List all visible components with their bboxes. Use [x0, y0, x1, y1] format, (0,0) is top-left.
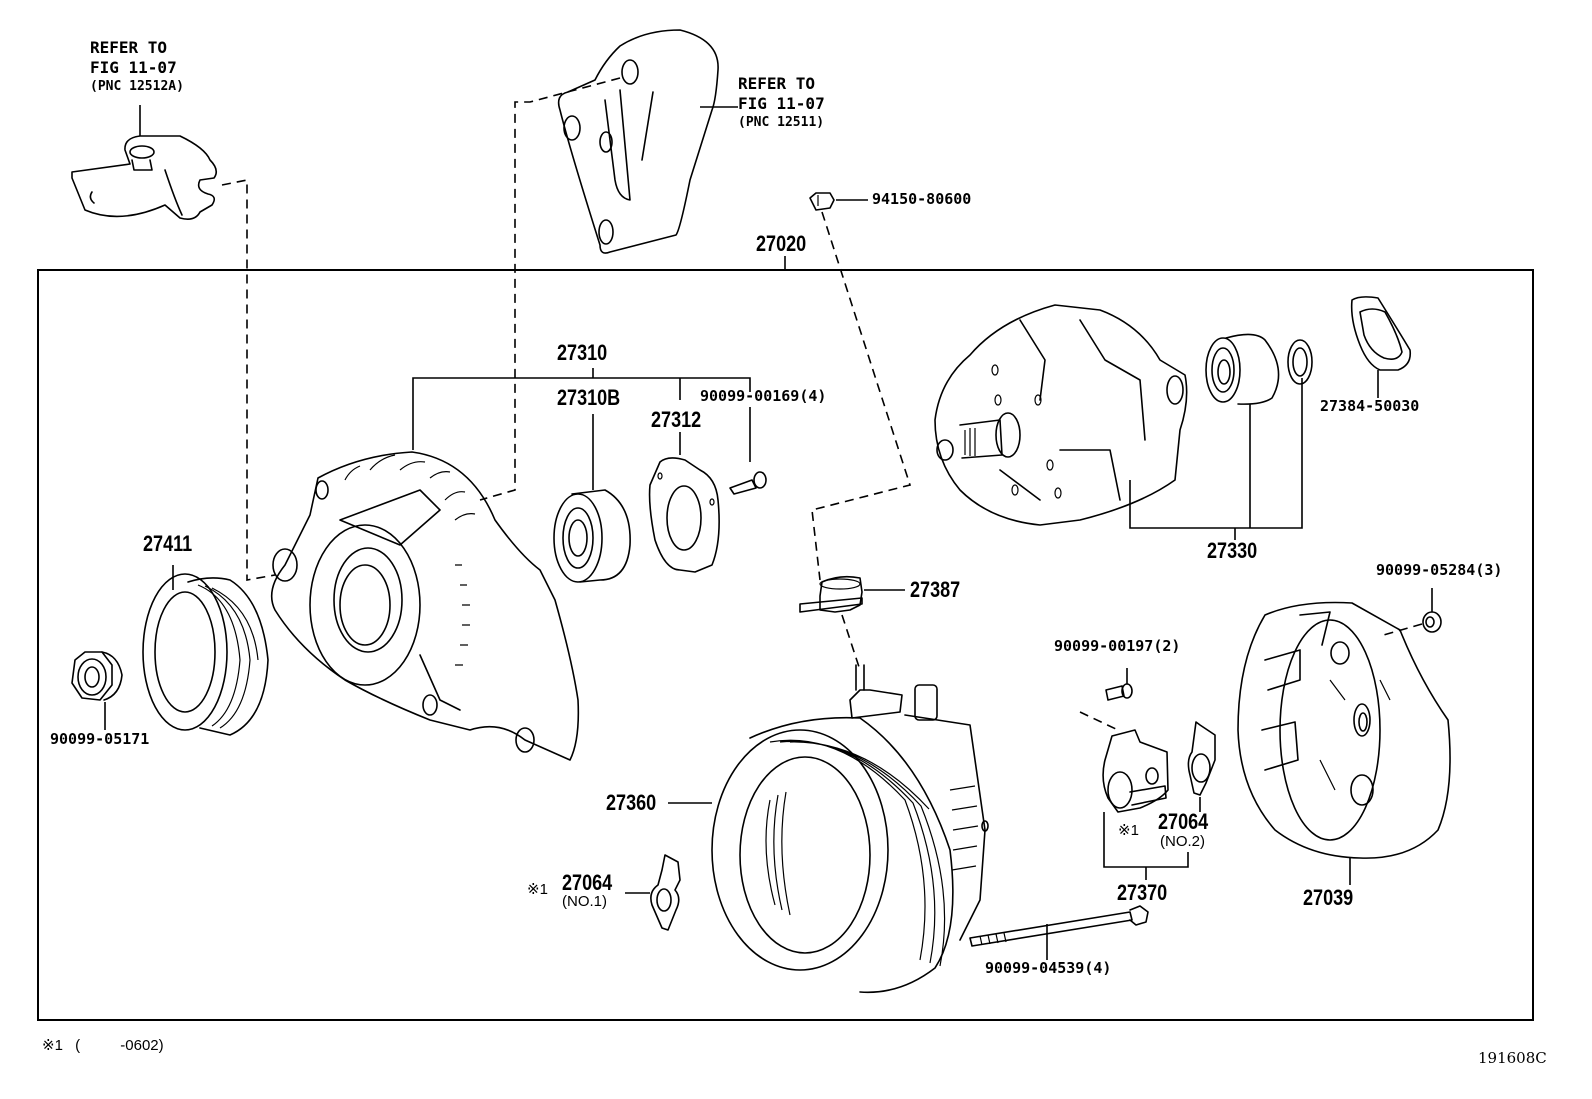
insulator-27387-drawing	[799, 575, 863, 613]
rotor-27330-drawing	[934, 304, 1188, 526]
figure-code: 191608C	[1478, 1049, 1547, 1067]
screw-90099-00169-drawing	[729, 471, 767, 495]
note-mark-no1: ※1	[527, 881, 548, 898]
rotor-bearing-drawing	[1205, 333, 1280, 405]
reference-left-line2: FIG 11-07	[90, 58, 177, 77]
reference-left: REFER TO FIG 11-07 (PNC 12512A)	[90, 38, 184, 96]
reference-top: REFER TO FIG 11-07 (PNC 12511)	[738, 74, 825, 132]
part-label-90099-05284[interactable]: 90099-05284(3)	[1376, 561, 1503, 579]
reference-top-line1: REFER TO	[738, 74, 816, 93]
part-label-27064-no1[interactable]: 27064	[562, 870, 613, 895]
part-label-27310[interactable]: 27310	[557, 340, 608, 365]
footnote: ※1 ( -0602)	[42, 1038, 164, 1053]
rotor-ring-drawing	[1287, 339, 1313, 385]
dashed-guide-top	[479, 77, 621, 501]
rear-cover-27039-drawing	[1237, 601, 1451, 859]
screw-90099-00197-drawing	[1105, 683, 1133, 701]
footnote-open-paren: (	[75, 1037, 81, 1054]
reference-top-pnc: (PNC 12511)	[738, 115, 825, 130]
bearing-27310-drawing	[553, 489, 631, 583]
part-label-27064-no2[interactable]: 27064	[1158, 809, 1209, 834]
reference-top-line2: FIG 11-07	[738, 94, 825, 113]
part-label-90099-00169[interactable]: 90099-00169(4)	[700, 387, 827, 405]
part-label-27330[interactable]: 27330	[1207, 538, 1258, 563]
bracket-12512a-drawing	[71, 135, 218, 220]
pulley-27411-drawing	[142, 573, 269, 736]
part-label-27064-no1-sub: (NO.1)	[562, 893, 607, 910]
part-label-27360[interactable]: 27360	[606, 790, 657, 815]
bracket-12511-drawing	[557, 29, 719, 254]
footnote-mark: ※1	[42, 1037, 63, 1054]
nut-90099-05171-drawing	[71, 651, 123, 701]
dashed-guide-27387	[841, 614, 861, 671]
reference-left-pnc: (PNC 12512A)	[90, 79, 184, 94]
note-mark-no2: ※1	[1118, 822, 1139, 839]
cover-27384-50030-drawing	[1350, 296, 1412, 371]
part-label-27370[interactable]: 27370	[1117, 880, 1168, 905]
part-label-27064-no2-sub: (NO.2)	[1160, 833, 1205, 850]
part-label-27310b[interactable]: 27310B	[557, 385, 621, 410]
leader-tree-27310	[412, 368, 751, 490]
part-label-27312[interactable]: 27312	[651, 407, 702, 432]
dashed-guide-rear-cover	[1379, 623, 1423, 637]
nut-90099-05284-drawing	[1422, 611, 1442, 633]
part-label-90099-04539[interactable]: 90099-04539(4)	[985, 959, 1112, 977]
gasket-27064-no1-drawing	[650, 854, 681, 931]
stator-27360-drawing	[711, 664, 989, 994]
dashed-guide-left	[221, 179, 276, 581]
part-label-27384-50030[interactable]: 27384-50030	[1320, 397, 1420, 415]
footnote-range: -0602)	[120, 1037, 164, 1054]
retainer-plate-27312-drawing	[648, 457, 720, 573]
part-label-90099-05171[interactable]: 90099-05171	[50, 730, 150, 748]
part-label-27039[interactable]: 27039	[1303, 885, 1354, 910]
bolt-90099-04539-drawing	[969, 905, 1149, 947]
brush-holder-27370-drawing	[1102, 729, 1169, 813]
part-label-27387[interactable]: 27387	[910, 577, 961, 602]
drive-end-frame-27310b-drawing	[270, 451, 580, 761]
part-label-27411[interactable]: 27411	[143, 531, 193, 556]
dashed-guide-27370	[1079, 711, 1119, 731]
leader-tree-27370	[1103, 797, 1201, 880]
part-label-94150-80600[interactable]: 94150-80600	[872, 190, 972, 208]
part-label-27020[interactable]: 27020	[756, 231, 807, 256]
nut-94150-80600-drawing	[809, 192, 835, 211]
reference-left-line1: REFER TO	[90, 38, 168, 57]
part-label-90099-00197[interactable]: 90099-00197(2)	[1054, 637, 1181, 655]
gasket-27064-no2-drawing	[1187, 721, 1216, 796]
dashed-guide-nut	[811, 211, 912, 581]
leader-tree-27330	[1129, 378, 1303, 540]
